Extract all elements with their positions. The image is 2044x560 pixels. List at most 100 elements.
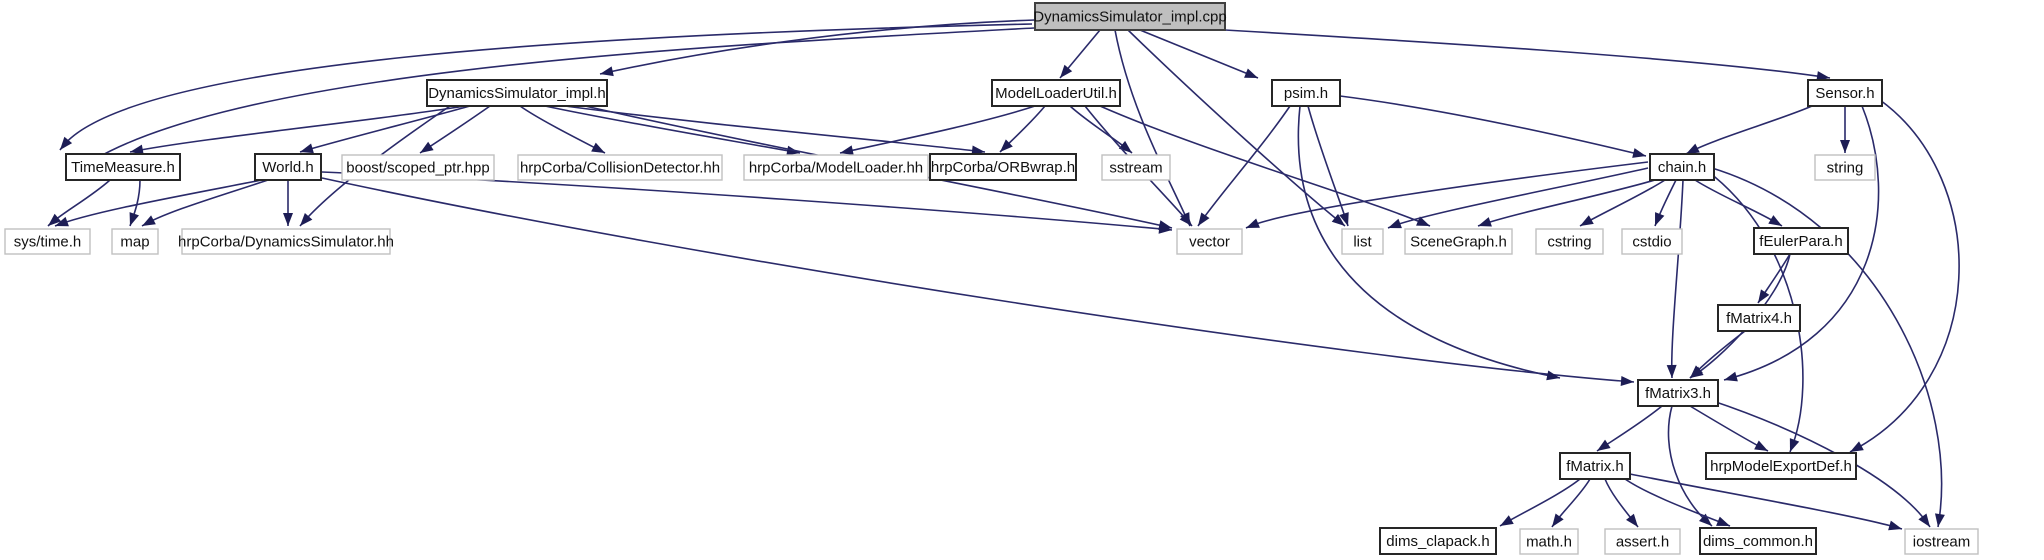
arrowhead-world-to-fm3 xyxy=(1620,375,1634,386)
node-label-fm4: fMatrix4.h xyxy=(1726,310,1792,327)
node-box-systime[interactable] xyxy=(4,228,91,255)
node-box-string[interactable] xyxy=(1814,154,1876,181)
node-box-dcom[interactable] xyxy=(1699,527,1817,555)
node-vector[interactable]: vector xyxy=(1176,228,1243,255)
node-dcom[interactable]: dims_common.h xyxy=(1699,527,1817,555)
node-sstr[interactable]: sstream xyxy=(1101,154,1171,181)
node-box-hmed[interactable] xyxy=(1705,452,1857,480)
node-box-root[interactable] xyxy=(1034,2,1226,31)
node-chain[interactable]: chain.h xyxy=(1649,153,1715,181)
arrowhead-world-to-map xyxy=(142,215,156,226)
edge-root-to-list xyxy=(1127,29,1346,227)
node-systime[interactable]: sys/time.h xyxy=(4,228,91,255)
arrowhead-mlu-to-vector xyxy=(1179,212,1192,226)
node-label-iostr: iostream xyxy=(1913,533,1971,550)
node-box-iostr[interactable] xyxy=(1904,528,1979,555)
node-box-hcds[interactable] xyxy=(181,228,391,255)
node-box-fm3[interactable] xyxy=(1637,379,1719,407)
node-mload[interactable]: hrpCorba/ModelLoader.hh xyxy=(743,154,929,181)
node-assert[interactable]: assert.h xyxy=(1604,528,1681,555)
node-label-cstdio: cstdio xyxy=(1632,233,1671,250)
node-label-clap: dims_clapack.h xyxy=(1386,533,1489,550)
node-fm3[interactable]: fMatrix3.h xyxy=(1637,379,1719,407)
node-mathh[interactable]: math.h xyxy=(1519,528,1579,555)
edge-fm3-to-hmed xyxy=(1689,405,1769,452)
arrowhead-root-to-psim xyxy=(1244,68,1258,78)
node-label-fm: fMatrix.h xyxy=(1566,458,1624,475)
node-box-cstring[interactable] xyxy=(1535,228,1604,255)
node-box-fm[interactable] xyxy=(1559,452,1631,480)
arrowhead-tm-to-map xyxy=(129,212,140,226)
node-box-vector[interactable] xyxy=(1176,228,1243,255)
node-box-tm[interactable] xyxy=(65,153,181,181)
node-dsih[interactable]: DynamicsSimulator_impl.h xyxy=(426,79,608,107)
node-box-list[interactable] xyxy=(1341,228,1384,255)
node-box-clap[interactable] xyxy=(1379,527,1497,555)
node-world[interactable]: World.h xyxy=(254,153,322,181)
node-list[interactable]: list xyxy=(1341,228,1384,255)
arrowhead-fm-to-iostr xyxy=(1888,520,1902,531)
node-label-hcds: hrpCorba/DynamicsSimulator.hh xyxy=(178,233,394,250)
arrowhead-chain-to-scene xyxy=(1478,217,1492,227)
node-box-world[interactable] xyxy=(254,153,322,181)
node-box-bsp[interactable] xyxy=(341,154,495,181)
node-iostr[interactable]: iostream xyxy=(1904,528,1979,555)
node-mlu[interactable]: ModelLoaderUtil.h xyxy=(991,79,1121,107)
node-label-string: string xyxy=(1827,159,1864,176)
node-tm[interactable]: TimeMeasure.h xyxy=(65,153,181,181)
node-sensor[interactable]: Sensor.h xyxy=(1807,79,1883,107)
node-box-map[interactable] xyxy=(111,228,159,255)
edge-dsih-to-orb xyxy=(564,105,986,153)
node-scene[interactable]: SceneGraph.h xyxy=(1404,228,1513,255)
edge-root-to-sensor xyxy=(1189,27,1831,79)
edge-root-to-vector xyxy=(1114,29,1191,227)
node-box-feuler[interactable] xyxy=(1753,227,1849,255)
node-fm4[interactable]: fMatrix4.h xyxy=(1717,304,1801,332)
node-label-hmed: hrpModelExportDef.h xyxy=(1710,458,1852,475)
node-label-world: World.h xyxy=(262,159,313,176)
node-hmed[interactable]: hrpModelExportDef.h xyxy=(1705,452,1857,480)
node-cstring[interactable]: cstring xyxy=(1535,228,1604,255)
node-box-mlu[interactable] xyxy=(991,79,1121,107)
node-box-sstr[interactable] xyxy=(1101,154,1171,181)
arrowhead-fm-to-mathh xyxy=(1552,513,1564,527)
node-box-sensor[interactable] xyxy=(1807,79,1883,107)
node-cstdio[interactable]: cstdio xyxy=(1621,228,1683,255)
node-root[interactable]: DynamicsSimulator_impl.cpp xyxy=(1033,2,1227,31)
arrowhead-fm3-to-dcom xyxy=(1698,513,1712,526)
node-box-cstdio[interactable] xyxy=(1621,228,1683,255)
node-hcds[interactable]: hrpCorba/DynamicsSimulator.hh xyxy=(178,228,394,255)
node-label-mload: hrpCorba/ModelLoader.hh xyxy=(749,159,923,176)
node-fm[interactable]: fMatrix.h xyxy=(1559,452,1631,480)
node-box-chain[interactable] xyxy=(1649,153,1715,181)
node-box-mload[interactable] xyxy=(743,154,929,181)
edge-world-to-systime xyxy=(54,179,263,227)
edge-dsih-to-cdet xyxy=(519,105,606,154)
node-box-cdet[interactable] xyxy=(517,154,723,181)
node-map[interactable]: map xyxy=(111,228,159,255)
arrowhead-tm-to-systime xyxy=(48,213,62,226)
node-bsp[interactable]: boost/scoped_ptr.hpp xyxy=(341,154,495,181)
node-label-mathh: math.h xyxy=(1526,533,1572,550)
node-box-scene[interactable] xyxy=(1404,228,1513,255)
node-feuler[interactable]: fEulerPara.h xyxy=(1753,227,1849,255)
edge-chain-to-list xyxy=(1387,167,1649,229)
arrowhead-chain-to-iostr xyxy=(1934,513,1945,527)
node-box-mathh[interactable] xyxy=(1519,528,1579,555)
arrowhead-psim-to-list xyxy=(1339,212,1349,226)
node-box-orb[interactable] xyxy=(929,153,1077,181)
node-box-dsih[interactable] xyxy=(426,79,608,107)
node-cdet[interactable]: hrpCorba/CollisionDetector.hh xyxy=(517,154,723,181)
node-box-psim[interactable] xyxy=(1271,79,1341,107)
node-orb[interactable]: hrpCorba/ORBwrap.h xyxy=(929,153,1077,181)
node-clap[interactable]: dims_clapack.h xyxy=(1379,527,1497,555)
node-label-mlu: ModelLoaderUtil.h xyxy=(995,85,1117,102)
edge-psim-to-chain xyxy=(1339,95,1647,157)
node-box-fm4[interactable] xyxy=(1717,304,1801,332)
node-psim[interactable]: psim.h xyxy=(1271,79,1341,107)
node-label-scene: SceneGraph.h xyxy=(1410,233,1507,250)
node-string[interactable]: string xyxy=(1814,154,1876,181)
node-label-orb: hrpCorba/ORBwrap.h xyxy=(931,159,1075,176)
node-box-assert[interactable] xyxy=(1604,528,1681,555)
